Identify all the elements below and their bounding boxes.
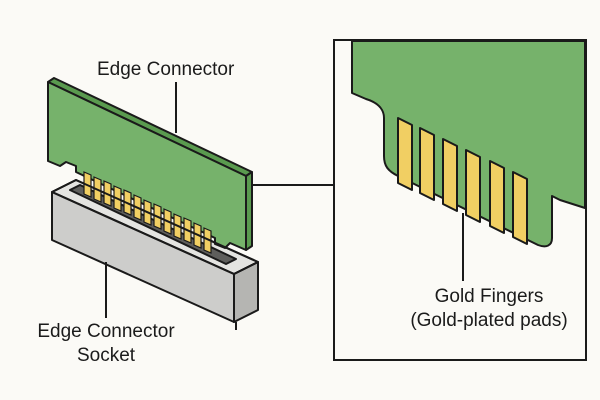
edge-connector-label: Edge Connector [97,59,235,80]
gold-label-line-1: Gold Fingers [434,286,544,307]
edge-connector-socket-label: Edge Connector Socket [16,320,196,368]
gold-label-line-2: (Gold-plated pads) [410,310,568,331]
pcb-card [47,77,253,251]
gold-fingers-label: Gold Fingers (Gold-plated pads) [394,285,584,333]
socket-rim [51,179,259,275]
socket-label-line-1: Edge Connector [37,321,175,342]
zoomed-gold-fingers [397,117,528,245]
socket-label-line-2: Socket [76,345,136,366]
